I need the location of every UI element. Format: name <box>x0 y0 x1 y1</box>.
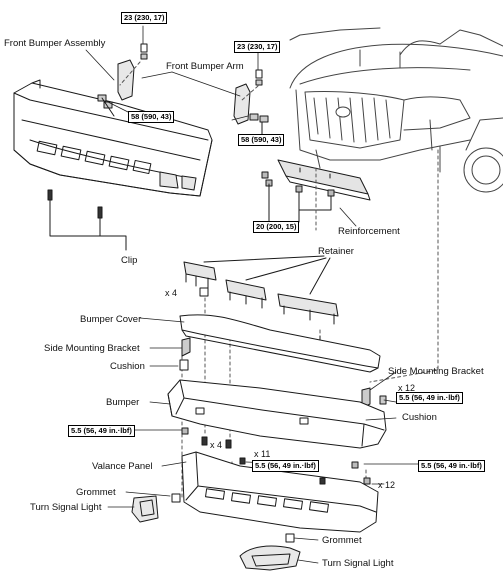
front-bumper-arm-drawing <box>97 43 269 137</box>
label-retainer: Retainer <box>318 246 354 257</box>
side-mounting-bracket-drawing <box>179 337 387 426</box>
turn-signal-light-drawing <box>131 493 301 571</box>
bumper-cover-drawing <box>179 314 381 373</box>
label-cushion-left: Cushion <box>110 361 145 372</box>
qty-bumper-clips: x 4 <box>210 440 223 450</box>
torque-reinforcement: 20 (200, 15) <box>253 221 300 233</box>
label-bumper: Bumper <box>106 397 140 408</box>
qty-bumper-right: x 12 <box>378 480 396 490</box>
front-bumper-assembly-drawing <box>13 79 213 197</box>
label-bumper-cover: Bumper Cover <box>80 314 142 325</box>
label-grommet-left: Grommet <box>76 487 116 498</box>
torque-side-bracket-right: 5.5 (56, 49 in.·lbf) <box>396 392 463 404</box>
valance-panel-drawing <box>181 451 379 533</box>
label-cushion-right: Cushion <box>402 412 437 423</box>
label-side-mounting-bracket-left: Side Mounting Bracket <box>44 343 140 354</box>
qty-valance-clips: x 11 <box>254 449 271 459</box>
label-turn-signal-light-right: Turn Signal Light <box>322 558 394 569</box>
clip-drawing <box>47 189 127 251</box>
truck-front-drawing <box>289 27 503 193</box>
torque-arm-lower-left: 58 (590, 43) <box>128 111 175 123</box>
label-front-bumper-assembly: Front Bumper Assembly <box>4 38 106 49</box>
qty-retainer: x 4 <box>165 288 178 298</box>
label-turn-signal-light-left: Turn Signal Light <box>30 502 102 513</box>
torque-bumper-right: 5.5 (56, 49 in.·lbf) <box>418 460 485 472</box>
leader-lines <box>85 25 421 564</box>
torque-bumper-left: 5.5 (56, 49 in.·lbf) <box>68 425 135 437</box>
label-reinforcement: Reinforcement <box>338 226 400 237</box>
reinforcement-drawing <box>261 159 371 223</box>
label-front-bumper-arm: Front Bumper Arm <box>166 61 244 72</box>
bumper-drawing <box>167 379 387 449</box>
label-grommet-right: Grommet <box>322 535 362 546</box>
label-clip: Clip <box>121 255 138 266</box>
torque-valance-center: 5.5 (56, 49 in.·lbf) <box>252 460 319 472</box>
torque-arm-upper-right: 23 (230, 17) <box>234 41 281 53</box>
retainer-drawing <box>183 255 339 325</box>
torque-arm-lower-right: 58 (590, 43) <box>238 134 285 146</box>
label-side-mounting-bracket-right: Side Mounting Bracket <box>388 366 484 377</box>
label-valance-panel: Valance Panel <box>92 461 153 472</box>
qty-side-bracket: x 12 <box>398 383 416 393</box>
torque-arm-upper-left: 23 (230, 17) <box>121 12 168 24</box>
